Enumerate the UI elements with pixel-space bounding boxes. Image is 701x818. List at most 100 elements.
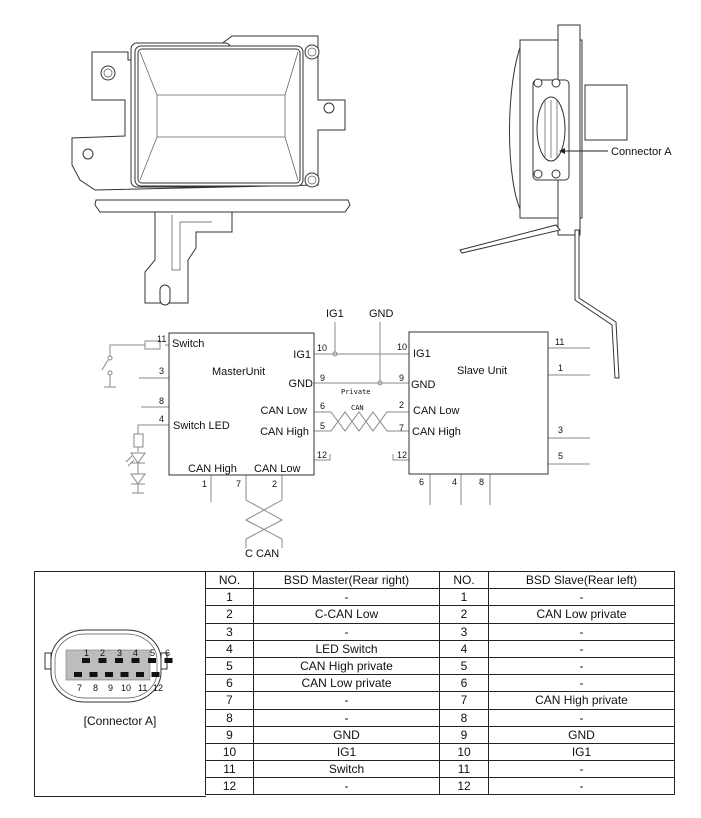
connector-pin-terminal xyxy=(98,658,107,663)
slave-pin-8: 8 xyxy=(479,477,484,487)
master-pin-9: 9 xyxy=(320,373,325,383)
slave-gnd-label: GND xyxy=(411,379,436,391)
master-switch-led-label: Switch LED xyxy=(173,420,230,432)
table-row: 12-12- xyxy=(205,777,675,796)
connector-pin-terminal xyxy=(120,672,129,677)
master-function: CAN High private xyxy=(253,656,440,676)
master-function: - xyxy=(253,708,440,727)
table-header-row: NO. BSD Master(Rear right) NO. BSD Slave… xyxy=(205,570,675,590)
master-function: GND xyxy=(253,725,440,744)
master-pin-2: 2 xyxy=(272,479,277,489)
master-pin-no: 12 xyxy=(205,777,254,796)
master-pin-no: 5 xyxy=(205,656,254,676)
connector-pin-terminal xyxy=(89,672,98,677)
slave-pin-no: 11 xyxy=(439,760,489,779)
slave-function: IG1 xyxy=(488,742,675,762)
slave-function: - xyxy=(488,588,675,607)
connector-a-callout: Connector A xyxy=(611,146,672,158)
slave-pin-no: 3 xyxy=(439,622,489,641)
connector-pin-terminal xyxy=(82,658,90,663)
connector-pin-terminal xyxy=(136,672,144,677)
master-unit-box xyxy=(168,332,315,476)
slave-function: - xyxy=(488,708,675,727)
connector-pin-label: 6 xyxy=(165,648,170,658)
slave-pin-3: 3 xyxy=(558,425,563,435)
schematic-wires xyxy=(101,322,590,548)
slave-pin-7: 7 xyxy=(399,423,404,433)
slave-function: CAN High private xyxy=(488,691,675,710)
slave-pin-no: 9 xyxy=(439,725,489,744)
slave-function: - xyxy=(488,760,675,779)
slave-pin-no: 1 xyxy=(439,588,489,607)
slave-pin-no: 6 xyxy=(439,674,489,693)
slave-function: - xyxy=(488,622,675,641)
bsd-unit-side-illustration xyxy=(459,24,628,379)
ig1-label: IG1 xyxy=(326,308,344,320)
slave-pin-no: 10 xyxy=(439,742,489,762)
master-pin-11: 11 xyxy=(157,334,166,344)
table-row: 8-8- xyxy=(205,708,675,727)
master-function: - xyxy=(253,691,440,710)
header-no-master: NO. xyxy=(205,570,254,590)
master-can-low-label: CAN Low xyxy=(261,405,308,417)
master-pin-12: 12 xyxy=(317,450,327,460)
master-switch-label: Switch xyxy=(172,338,204,350)
slave-function: - xyxy=(488,639,675,658)
pin-assignment-table: NO. BSD Master(Rear right) NO. BSD Slave… xyxy=(205,570,675,796)
master-function: LED Switch xyxy=(253,639,440,658)
slave-pin-no: 5 xyxy=(439,656,489,676)
master-pin-no: 7 xyxy=(205,691,254,710)
connector-pin-terminal xyxy=(115,658,123,663)
slave-pin-2: 2 xyxy=(399,400,404,410)
connector-pin-terminal xyxy=(105,672,113,677)
slave-pin-10: 10 xyxy=(397,342,407,352)
slave-pin-no: 2 xyxy=(439,605,489,624)
c-can-label: C CAN xyxy=(245,548,279,560)
master-pin-5: 5 xyxy=(320,421,325,431)
slave-can-high-label: CAN High xyxy=(412,426,461,438)
slave-pin-5: 5 xyxy=(558,451,563,461)
slave-pin-12: 12 xyxy=(397,450,407,460)
master-function: - xyxy=(253,777,440,796)
slave-can-low-label: CAN Low xyxy=(413,405,460,417)
master-unit-title: MasterUnit xyxy=(212,366,265,378)
master-bottom-can-high-label: CAN High xyxy=(188,463,237,475)
slave-pin-11: 11 xyxy=(555,337,564,347)
bsd-unit-front-illustration xyxy=(71,35,351,306)
master-function: - xyxy=(253,588,440,607)
slave-pin-9: 9 xyxy=(399,373,404,383)
table-row: 1-1- xyxy=(205,588,675,607)
slave-pin-4: 4 xyxy=(452,477,457,487)
master-pin-no: 8 xyxy=(205,708,254,727)
connector-pin-terminal xyxy=(148,658,156,663)
master-function: IG1 xyxy=(253,742,440,762)
connector-bottom-pin-labels: 7 8 9 10 11 12 xyxy=(77,683,163,693)
slave-function: - xyxy=(488,656,675,676)
header-bsd-slave: BSD Slave(Rear left) xyxy=(488,570,675,590)
connector-pin-terminal xyxy=(74,672,82,677)
connector-pin-terminal xyxy=(164,658,173,663)
slave-pin-no: 8 xyxy=(439,708,489,727)
connector-pin-label: 4 xyxy=(133,648,138,658)
connector-pin-terminal xyxy=(151,672,160,677)
header-no-slave: NO. xyxy=(439,570,489,590)
slave-unit-box xyxy=(408,331,549,475)
connector-pin-label: 9 xyxy=(108,683,113,693)
connector-pin-label: 11 xyxy=(138,683,147,693)
private-can-label-2: CAN xyxy=(351,404,364,412)
master-pin-no: 6 xyxy=(205,674,254,693)
connector-pin-label: 8 xyxy=(93,683,98,693)
connector-pin-label: 1 xyxy=(84,648,89,658)
connector-caption: [Connector A] xyxy=(83,714,157,728)
master-pin-7: 7 xyxy=(236,479,241,489)
connector-pin-label: 7 xyxy=(77,683,82,693)
master-bottom-can-low-label: CAN Low xyxy=(254,463,301,475)
slave-function: CAN Low private xyxy=(488,605,675,624)
connector-pin-label: 12 xyxy=(153,683,163,693)
